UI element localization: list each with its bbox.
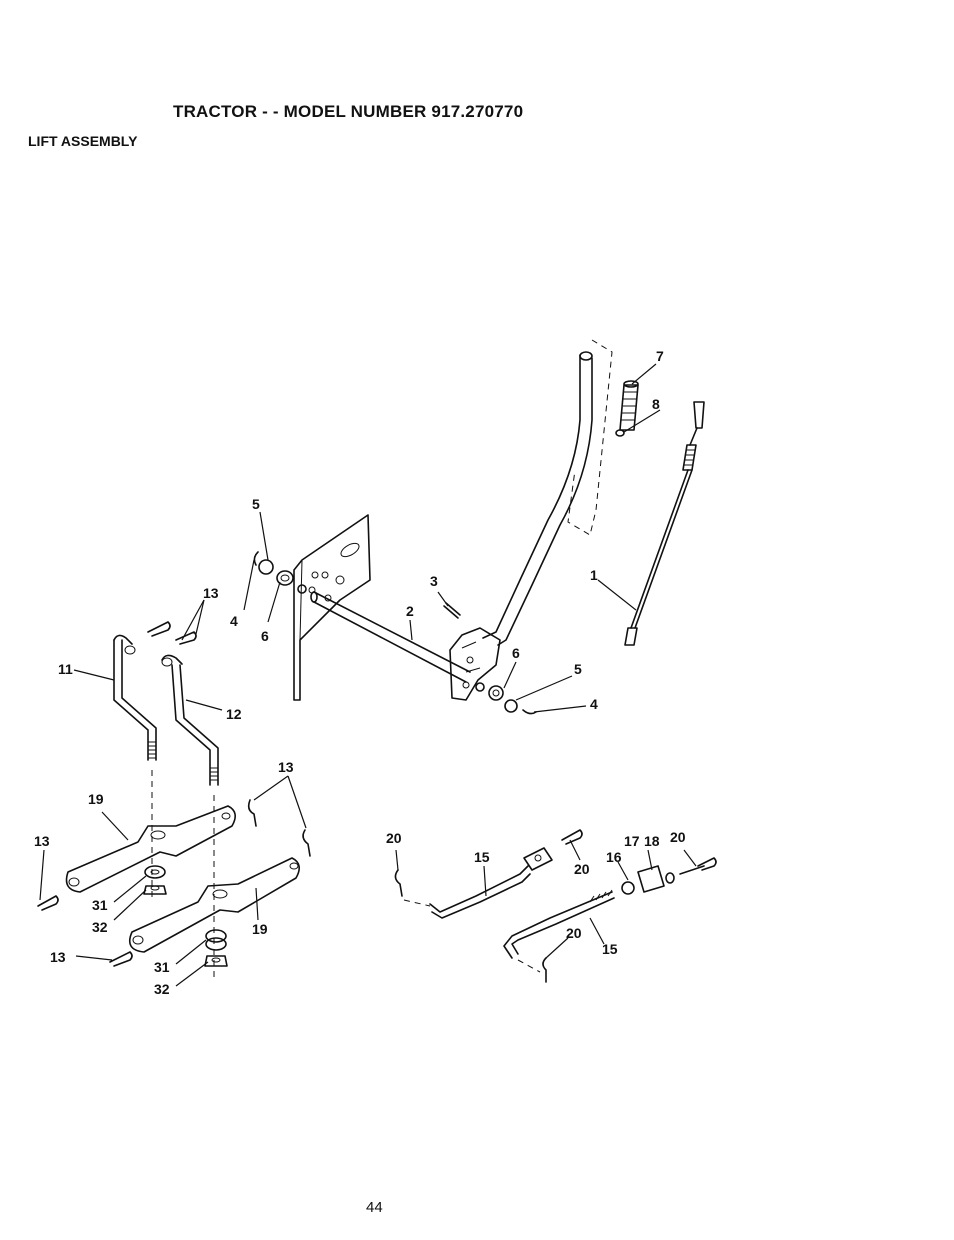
link-rod-lower (503, 889, 615, 959)
hairpin-clips-arms (37, 799, 311, 967)
lift-link-12 (161, 654, 219, 786)
spacer-nut-lower (204, 929, 228, 967)
page-number: 44 (366, 1199, 383, 1216)
page-title: TRACTOR - - MODEL NUMBER 917.270770 (173, 102, 524, 121)
callout-20: 20 (566, 925, 582, 941)
callout-2: 2 (406, 603, 414, 619)
mounting-plate (293, 514, 371, 701)
callout-6: 6 (261, 628, 269, 644)
lift-shaft (310, 591, 471, 683)
lever-bracket (449, 627, 501, 701)
callout-32: 32 (154, 981, 170, 997)
callout-15: 15 (474, 849, 490, 865)
leader-lines (39, 363, 697, 987)
callout-4: 4 (590, 696, 598, 712)
callout-15: 15 (602, 941, 618, 957)
callout-13: 13 (203, 585, 219, 601)
lift-arm-lower (128, 857, 300, 953)
grip-dashed-outline (567, 339, 613, 536)
hairpin-clips-top (147, 621, 197, 645)
callout-6: 6 (512, 645, 520, 661)
callout-13: 13 (50, 949, 66, 965)
callout-5: 5 (252, 496, 260, 512)
adjuster-assembly (621, 865, 705, 895)
callout-5: 5 (574, 661, 582, 677)
callout-17: 17 (624, 833, 640, 849)
callout-4: 4 (230, 613, 238, 629)
callout-13: 13 (34, 833, 50, 849)
callout-31: 31 (92, 897, 108, 913)
lift-arm-upper (65, 805, 236, 893)
callout-20: 20 (670, 829, 686, 845)
roll-pin (443, 602, 461, 619)
callout-19: 19 (252, 921, 268, 937)
callout-32: 32 (92, 919, 108, 935)
link-rod-upper (429, 847, 553, 919)
assembly-line-3 (403, 899, 431, 907)
callout-3: 3 (430, 573, 438, 589)
callout-12: 12 (226, 706, 242, 722)
lift-handle (482, 351, 593, 646)
lift-link-11 (113, 634, 157, 761)
callout-8: 8 (652, 396, 660, 412)
callout-19: 19 (88, 791, 104, 807)
callout-31: 31 (154, 959, 170, 975)
section-title: LIFT ASSEMBLY (28, 133, 138, 149)
hairpin-clips-20 (394, 829, 717, 983)
handle-grip (619, 380, 639, 431)
callout-1: 1 (590, 567, 598, 583)
assembly-line-4 (517, 959, 541, 973)
handle-rod (624, 401, 705, 646)
callout-13: 13 (278, 759, 294, 775)
spacer-nut-upper (143, 865, 167, 895)
grip-retainer (615, 429, 625, 437)
callout-7: 7 (656, 348, 664, 364)
callout-20: 20 (574, 861, 590, 877)
callout-18: 18 (644, 833, 660, 849)
callout-20: 20 (386, 830, 402, 846)
left-bushing-group (253, 551, 307, 594)
right-bushing-group (475, 682, 537, 715)
callout-16: 16 (606, 849, 622, 865)
callout-11: 11 (58, 661, 73, 677)
